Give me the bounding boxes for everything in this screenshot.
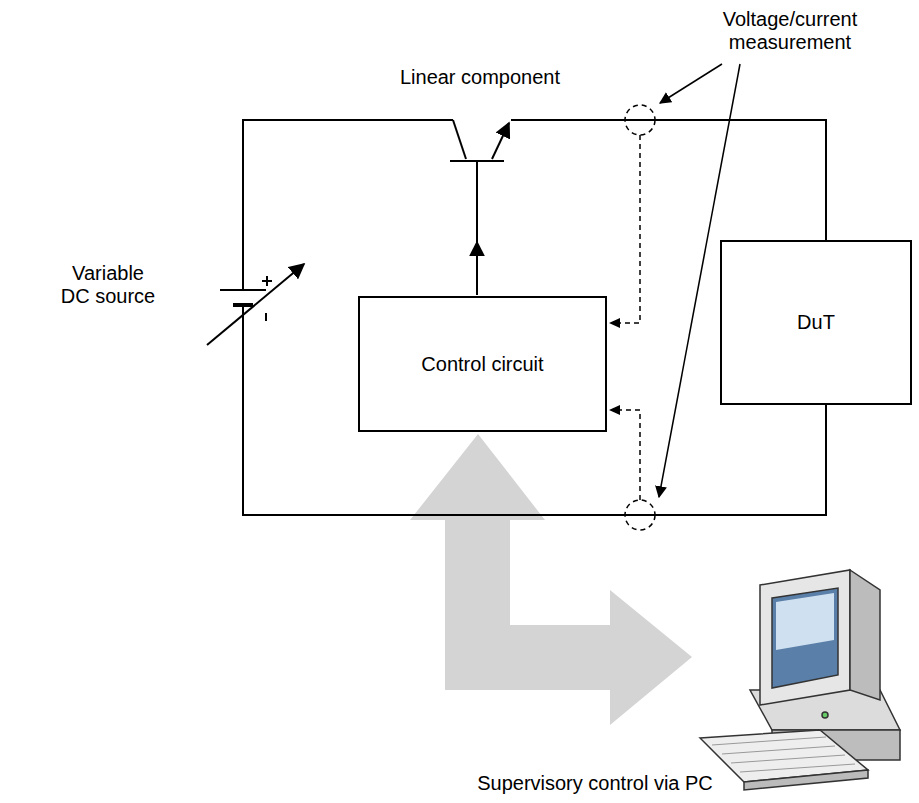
battery-symbol [207, 264, 304, 345]
caption-label: Supervisory control via PC [477, 772, 713, 795]
process-box: Control circuit [358, 296, 607, 432]
measurement-arrowheads [609, 318, 620, 415]
component-label: Linear component [400, 66, 560, 89]
source-label: Variable DC source [58, 262, 158, 308]
supervisory-arrow [410, 434, 692, 725]
box-text: DuT [793, 307, 839, 338]
box-text: Control circuit [417, 349, 547, 380]
measurement-label: Voltage/current measurement [708, 8, 873, 54]
pc-illustration [700, 570, 900, 790]
measurement-points [612, 105, 655, 530]
device-box: DuT [720, 240, 912, 405]
transistor-symbol [450, 120, 509, 295]
